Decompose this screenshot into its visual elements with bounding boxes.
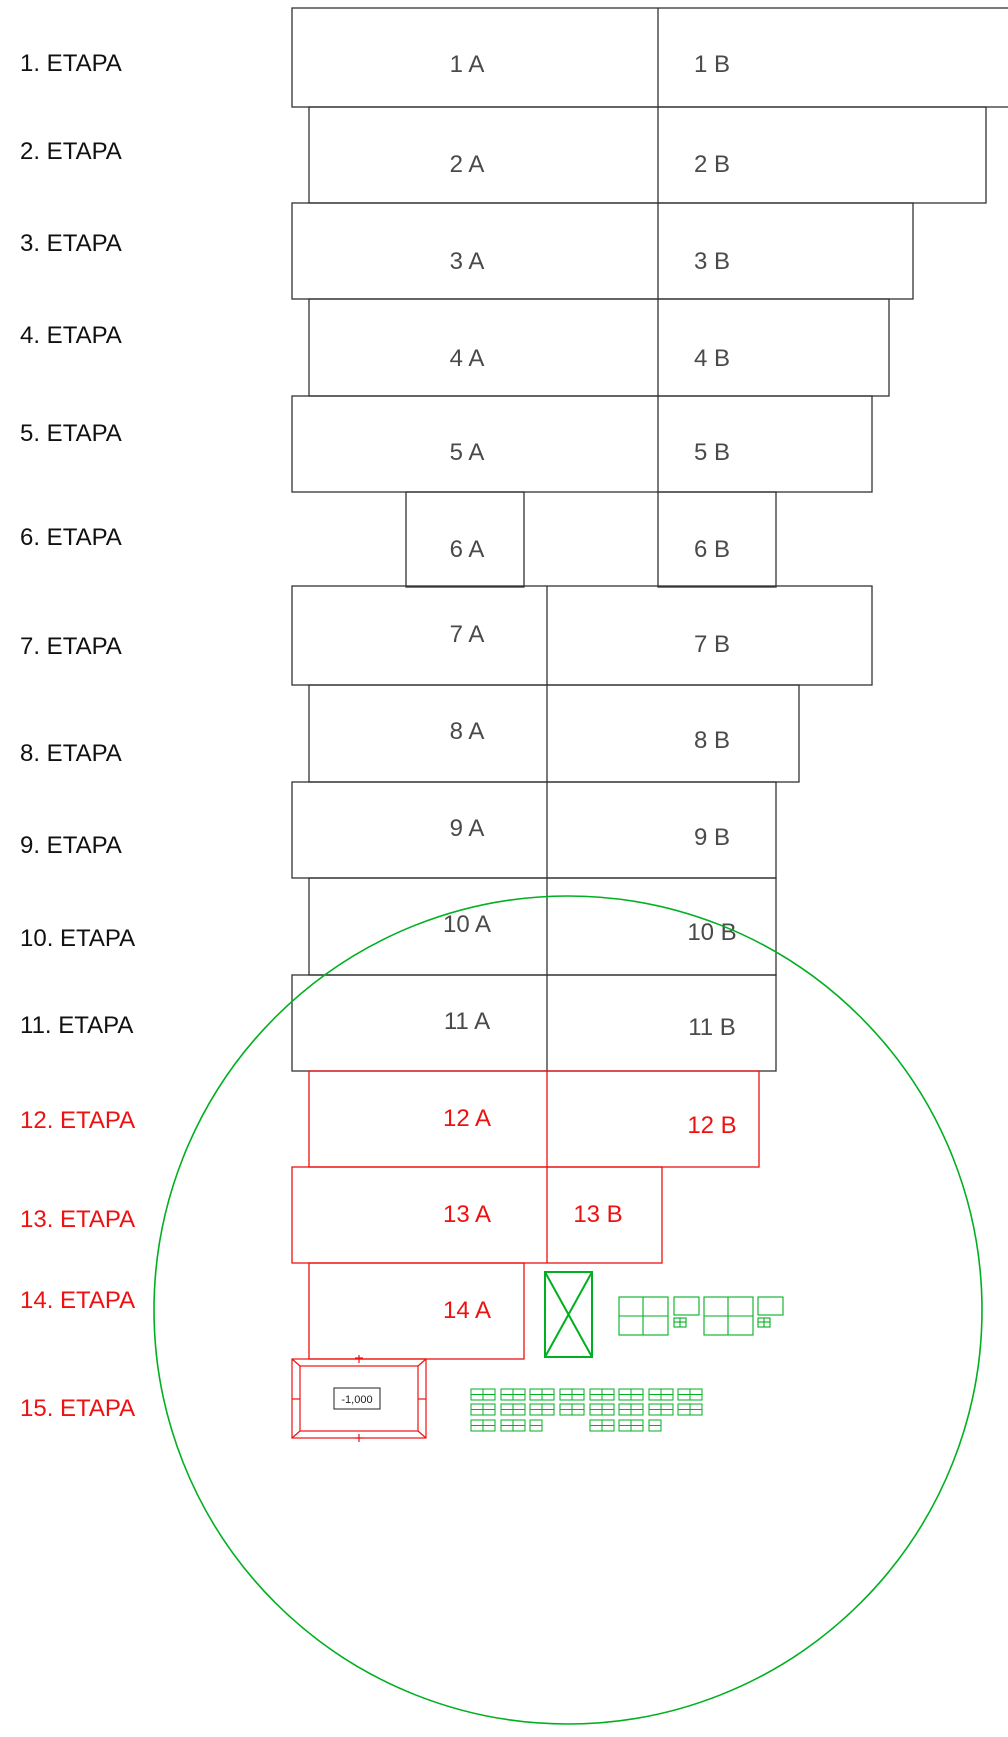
stage-block-3 (291, 202, 914, 300)
stage-label-15: 15. ETAPA (20, 1395, 135, 1422)
stage-label-13: 13. ETAPA (20, 1206, 135, 1233)
cell-9a: 9 A (450, 815, 485, 842)
stage-label-1: 1. ETAPA (20, 50, 122, 77)
cell-8a: 8 A (450, 718, 485, 745)
stage-block-5 (291, 395, 873, 493)
cell-7b: 7 B (694, 631, 730, 658)
stage-label-5: 5. ETAPA (20, 420, 122, 447)
stage-label-4: 4. ETAPA (20, 322, 122, 349)
stage-label-7: 7. ETAPA (20, 633, 122, 660)
cell-11b: 11 B (688, 1014, 736, 1041)
cell-4b: 4 B (694, 345, 730, 372)
cell-1b: 1 B (694, 51, 730, 78)
stage-label-11: 11. ETAPA (20, 1012, 133, 1039)
level-marker: -1,000 (341, 1394, 372, 1406)
cell-7a: 7 A (450, 621, 485, 648)
cell-12a: 12 A (443, 1105, 491, 1132)
stage-label-6: 6. ETAPA (20, 524, 122, 551)
window-symbols (618, 1296, 784, 1336)
crossed-box-symbol (544, 1271, 593, 1358)
stage-block-4 (308, 298, 890, 397)
cell-5b: 5 B (694, 439, 730, 466)
cell-5a: 5 A (450, 439, 485, 466)
cell-6b: 6 B (694, 536, 730, 563)
stage-15-plan-symbol (291, 1355, 427, 1442)
cell-13b: 13 B (573, 1201, 622, 1228)
stage-label-9: 9. ETAPA (20, 832, 122, 859)
highlight-circle (153, 895, 983, 1725)
stage-label-2: 2. ETAPA (20, 138, 122, 165)
stage-block-1 (291, 7, 1008, 108)
cell-8b: 8 B (694, 727, 730, 754)
cell-10b: 10 B (687, 919, 736, 946)
cell-13a: 13 A (443, 1201, 491, 1228)
stage-block-6b (657, 491, 777, 588)
cell-2b: 2 B (694, 151, 730, 178)
stage-block-14 (308, 1262, 525, 1360)
cell-11a: 11 A (444, 1008, 490, 1035)
cell-10a: 10 A (443, 911, 491, 938)
cell-3a: 3 A (450, 248, 485, 275)
stage-label-12: 12. ETAPA (20, 1107, 135, 1134)
mini-element-grid (470, 1388, 703, 1432)
stage-block-7 (291, 585, 873, 686)
stage-label-10: 10. ETAPA (20, 925, 135, 952)
stage-block-6a (405, 491, 525, 588)
stage-label-14: 14. ETAPA (20, 1287, 135, 1314)
cell-14a: 14 A (443, 1297, 491, 1324)
stage-block-2 (308, 106, 987, 204)
cell-2a: 2 A (450, 151, 485, 178)
stage-label-8: 8. ETAPA (20, 740, 122, 767)
cell-12b: 12 B (687, 1112, 736, 1139)
cell-6a: 6 A (450, 536, 485, 563)
cell-9b: 9 B (694, 824, 730, 851)
stage-label-3: 3. ETAPA (20, 230, 122, 257)
cell-1a: 1 A (450, 51, 485, 78)
cell-3b: 3 B (694, 248, 730, 275)
cell-4a: 4 A (450, 345, 485, 372)
